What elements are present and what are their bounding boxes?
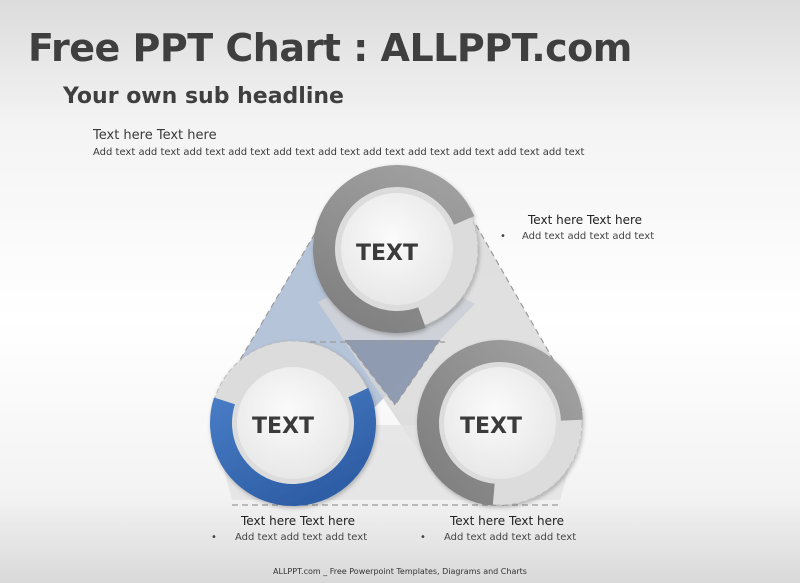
bullet-icon: • [420,532,426,543]
band-overlap [345,340,440,405]
page-subtitle: Your own sub headline [63,84,344,109]
intro-heading: Text here Text here [93,128,217,143]
callout-body: Add text add text add text [235,532,368,543]
callout-body: Add text add text add text [444,532,577,543]
callout-bottom-right: Text here Text here • Add text add text a… [420,514,577,543]
bullet-icon: • [500,231,506,242]
page-title: Free PPT Chart : ALLPPT.com [28,26,632,70]
callout-heading: Text here Text here [450,514,565,528]
callout-heading: Text here Text here [241,514,356,528]
circle-right-label: TEXT [460,414,522,439]
callout-top-right: Text here Text here • Add text add text a… [500,213,655,242]
circle-right [417,340,583,506]
footer-text: ALLPPT.com _ Free Powerpoint Templates, … [273,567,527,576]
triangle-dashed-outline [211,224,583,506]
circle-left-label: TEXT [252,414,314,439]
circle-left [210,340,376,506]
bullet-icon: • [211,532,217,543]
circle-top-label: TEXT [356,241,418,266]
intro-body: Add text add text add text add text add … [93,147,585,158]
callout-body: Add text add text add text [522,231,655,242]
callout-bottom-left: Text here Text here • Add text add text a… [211,514,368,543]
callout-heading: Text here Text here [528,213,643,227]
circle-top [313,165,481,333]
